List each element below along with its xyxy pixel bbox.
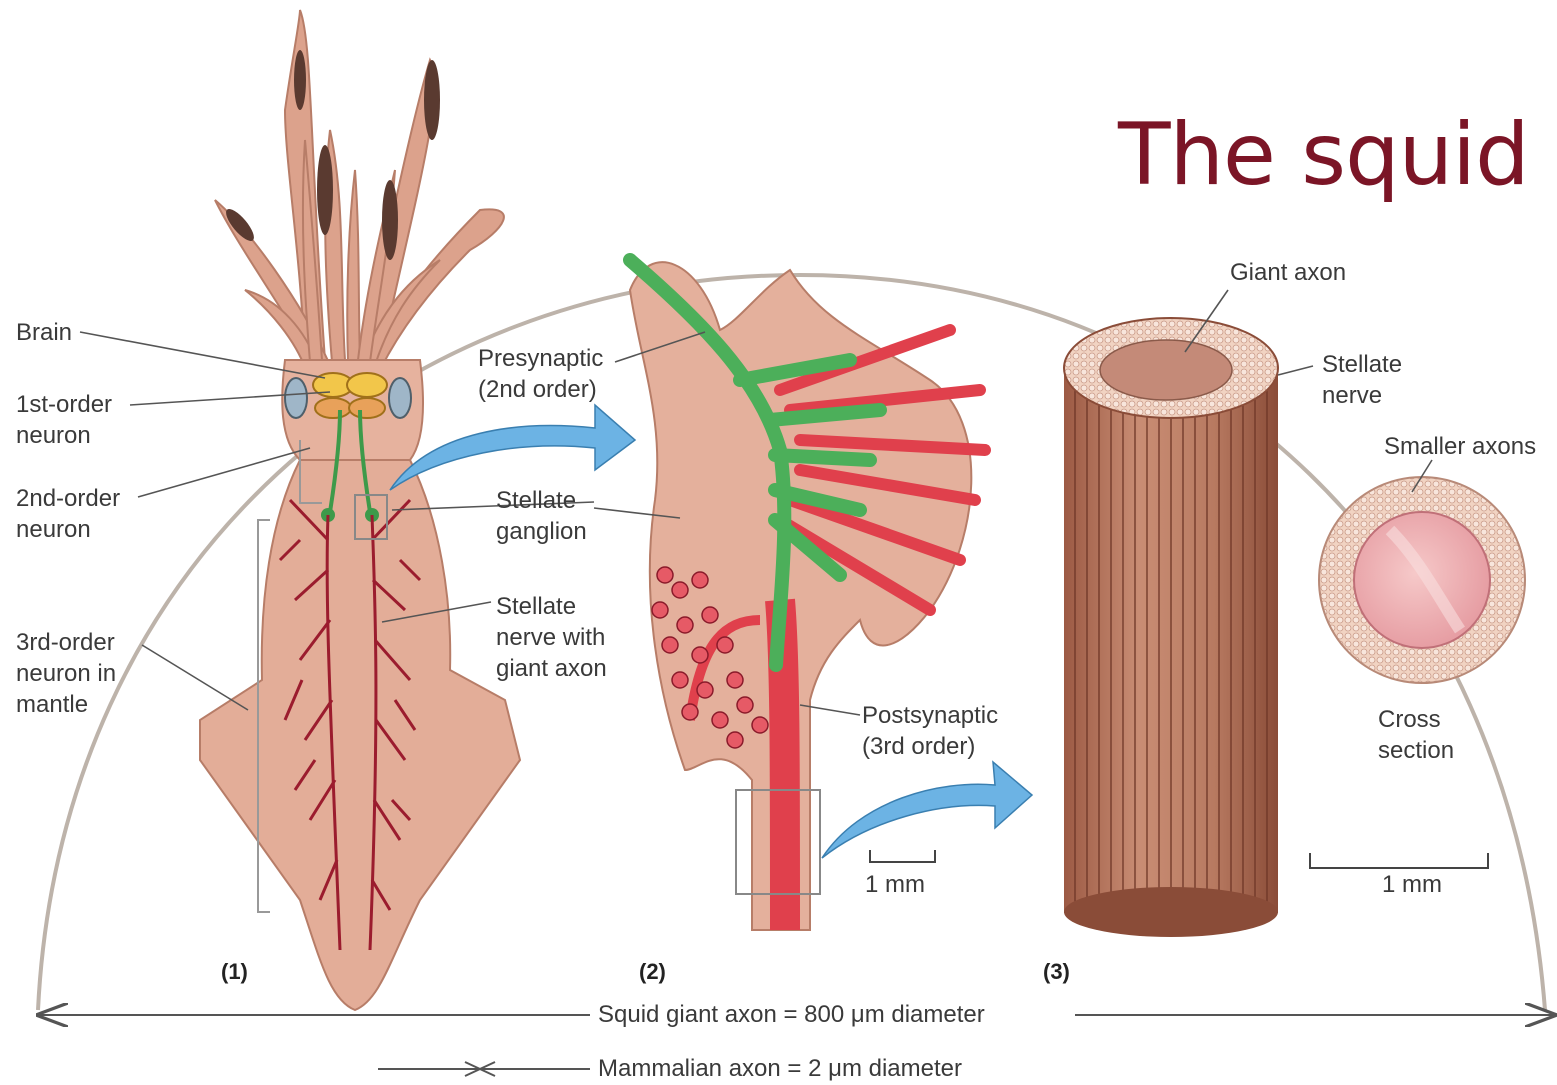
giant-axon-cylinder: [1064, 318, 1278, 937]
label-third-order-2: neuron in: [16, 658, 116, 689]
zoom-arrow-1: [390, 405, 635, 490]
scale-bar-2: [1310, 853, 1488, 868]
label-scale-1mm-a: 1 mm: [865, 869, 925, 900]
stellate-ganglion-detail: [630, 260, 985, 930]
label-third-order-1: 3rd-order: [16, 627, 115, 658]
label-squid-axon-diameter: Squid giant axon = 800 μm diameter: [598, 999, 985, 1030]
scale-bar-1: [870, 850, 935, 862]
panel-label-3: (3): [1043, 956, 1070, 987]
label-postsynaptic-2: (3rd order): [862, 731, 975, 762]
label-postsynaptic-1: Postsynaptic: [862, 700, 998, 731]
label-stellate-nerve-1: Stellate: [496, 591, 576, 622]
label-scale-1mm-b: 1 mm: [1382, 869, 1442, 900]
label-stellate-nerve-r1: Stellate: [1322, 349, 1402, 380]
cross-section: [1319, 477, 1525, 683]
squid-body: [200, 10, 520, 1010]
label-presynaptic-2: (2nd order): [478, 374, 597, 405]
label-presynaptic-1: Presynaptic: [478, 343, 603, 374]
label-stellate-nerve-2: nerve with: [496, 622, 605, 653]
panel-label-2: (2): [639, 956, 666, 987]
label-first-order-2: neuron: [16, 420, 91, 451]
label-giant-axon: Giant axon: [1230, 257, 1346, 288]
label-stellate-ganglion-1: Stellate: [496, 485, 576, 516]
label-third-order-3: mantle: [16, 689, 88, 720]
label-second-order-2: neuron: [16, 514, 91, 545]
label-brain: Brain: [16, 317, 72, 348]
label-stellate-nerve-3: giant axon: [496, 653, 607, 684]
zoom-arrow-2: [822, 762, 1032, 858]
slide-title: The squid: [1118, 100, 1529, 210]
label-cross-section-2: section: [1378, 735, 1454, 766]
label-mammal-axon-diameter: Mammalian axon = 2 μm diameter: [598, 1053, 962, 1084]
panel-label-1: (1): [221, 956, 248, 987]
label-second-order-1: 2nd-order: [16, 483, 120, 514]
label-stellate-ganglion-2: ganglion: [496, 516, 587, 547]
label-smaller-axons: Smaller axons: [1384, 431, 1536, 462]
label-first-order-1: 1st-order: [16, 389, 112, 420]
label-stellate-nerve-r2: nerve: [1322, 380, 1382, 411]
label-cross-section-1: Cross: [1378, 704, 1441, 735]
